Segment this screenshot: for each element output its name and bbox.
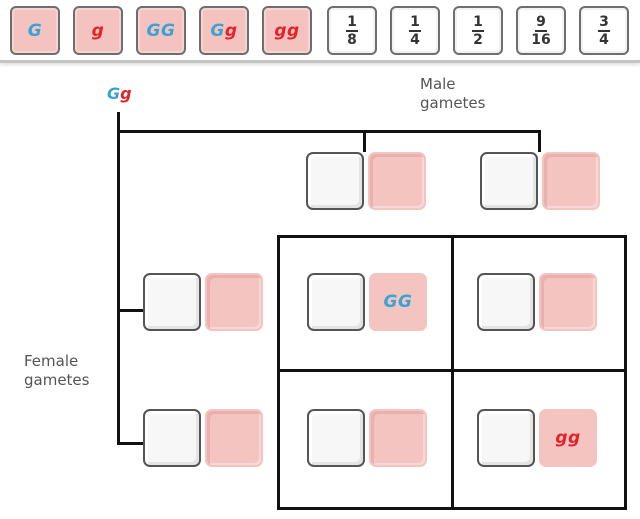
grid-right-line	[624, 235, 627, 510]
cell-4-probability-slot[interactable]	[477, 409, 535, 467]
cell-2-probability-slot[interactable]	[477, 273, 535, 331]
female-gamete-2-drop-slot[interactable]	[143, 409, 201, 467]
numerator: 9	[535, 13, 547, 32]
genotype-text-recessive: g	[224, 20, 238, 41]
cell-4-genotype-slot[interactable]: gg	[539, 409, 597, 467]
male-gamete-1-drop-slot[interactable]	[306, 152, 364, 210]
allele-text: g	[91, 20, 105, 41]
numerator: 1	[472, 13, 484, 32]
allele-tile-G[interactable]: G	[10, 6, 60, 55]
numerator: 1	[409, 13, 421, 32]
female-label-line2: gametes	[24, 371, 90, 389]
grid-left-line	[277, 235, 280, 510]
denominator: 8	[347, 31, 357, 48]
numerator: 3	[598, 13, 610, 32]
cell-3-genotype-slot[interactable]	[369, 409, 427, 467]
female-branch-2	[117, 442, 144, 445]
female-label-line1: Female	[24, 352, 79, 370]
female-gamete-1-drop-slot[interactable]	[143, 273, 201, 331]
denominator: 16	[531, 31, 551, 48]
genotype-tile-GG[interactable]: GG	[136, 6, 186, 55]
female-branch-1	[117, 309, 144, 312]
tree-trunk-line	[117, 112, 120, 445]
male-gamete-1-allele-slot[interactable]	[368, 152, 426, 210]
allele-tile-g[interactable]: g	[73, 6, 123, 55]
genotype-text: gg	[274, 20, 300, 41]
male-branch-drop-1	[363, 130, 366, 152]
male-branch-line	[117, 130, 541, 133]
cell-1-probability-slot[interactable]	[307, 273, 365, 331]
male-gamete-2-drop-slot[interactable]	[480, 152, 538, 210]
genotype-tile-gg[interactable]: gg	[262, 6, 312, 55]
parent-allele-recessive: g	[120, 84, 132, 103]
cell-2-genotype-slot[interactable]	[539, 273, 597, 331]
cell-1-genotype-slot[interactable]: GG	[369, 273, 427, 331]
female-gamete-1-allele-slot[interactable]	[205, 273, 263, 331]
male-label-line2: gametes	[420, 94, 486, 112]
male-gamete-2-allele-slot[interactable]	[542, 152, 600, 210]
cell-3-probability-slot[interactable]	[307, 409, 365, 467]
parent-genotype: Gg	[107, 84, 132, 103]
male-branch-drop-2	[538, 130, 541, 152]
cell-4-genotype: gg	[555, 428, 581, 448]
female-gamete-2-allele-slot[interactable]	[205, 409, 263, 467]
female-gametes-label: Female gametes	[24, 352, 89, 390]
allele-text: G	[27, 20, 43, 41]
parent-allele-dominant: G	[107, 84, 121, 103]
grid-center-line	[451, 235, 454, 510]
male-gametes-label: Male gametes	[420, 75, 485, 113]
male-label-line1: Male	[420, 75, 456, 93]
denominator: 2	[473, 31, 483, 48]
numerator: 1	[346, 13, 358, 32]
genotype-text: GG	[146, 20, 176, 41]
genotype-text-dominant: G	[210, 20, 225, 41]
cell-1-genotype: GG	[383, 292, 413, 312]
denominator: 4	[599, 31, 609, 48]
denominator: 4	[410, 31, 420, 48]
